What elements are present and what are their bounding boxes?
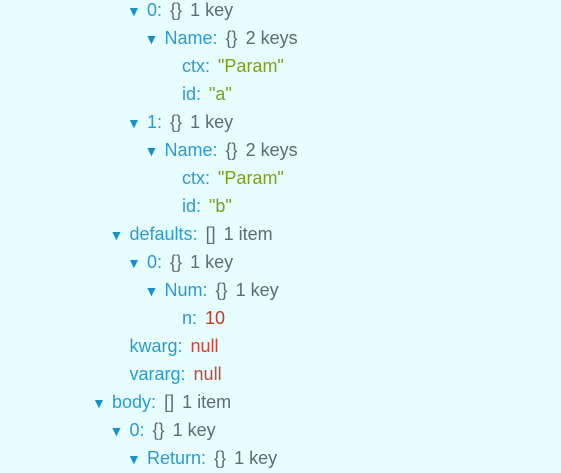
expand-toggle-icon[interactable]: ▼: [109, 423, 124, 439]
key-separator: :: [139, 420, 145, 440]
tree-row[interactable]: ▼ Num: {} 1 key: [145, 276, 279, 304]
tree-row[interactable]: ▼ 1: {} 1 key: [127, 108, 233, 136]
node-child-count: 1 key: [234, 448, 278, 468]
node-key: Return: [147, 448, 202, 468]
node-type-indicator: {}: [225, 140, 238, 160]
key-separator: :: [192, 224, 198, 244]
node-key: Name: [164, 28, 213, 48]
node-type-indicator: []: [164, 392, 175, 412]
key-separator: :: [205, 56, 211, 76]
tree-row: kwarg: null: [130, 332, 219, 360]
tree-row[interactable]: ▼ body: [] 1 item: [92, 388, 231, 416]
string-value: "Param": [218, 168, 284, 188]
node-key: n: [182, 308, 193, 328]
key-separator: :: [212, 140, 218, 160]
key-separator: :: [151, 392, 157, 412]
tree-row: ctx: "Param": [182, 52, 284, 80]
node-key: defaults: [129, 224, 193, 244]
node-child-count: 1 key: [190, 112, 234, 132]
node-child-count: 1 key: [235, 280, 279, 300]
tree-row[interactable]: ▼ 0: {} 1 key: [127, 248, 233, 276]
node-key: id: [182, 196, 197, 216]
string-value: "Param": [218, 56, 284, 76]
expand-toggle-icon[interactable]: ▼: [144, 283, 159, 299]
tree-row: ctx: "Param": [182, 164, 284, 192]
expand-toggle-icon[interactable]: ▼: [127, 255, 141, 271]
string-value: "a": [209, 84, 232, 104]
node-child-count: 1 key: [190, 0, 234, 20]
key-separator: :: [205, 168, 211, 188]
node-type-indicator: {}: [152, 420, 165, 440]
expand-toggle-icon[interactable]: ▼: [127, 3, 141, 19]
string-value: "b": [209, 196, 232, 216]
node-type-indicator: {}: [215, 280, 228, 300]
key-separator: :: [157, 0, 163, 20]
tree-row: n:10: [182, 304, 225, 332]
node-type-indicator: []: [205, 224, 216, 244]
node-key: kwarg: [129, 336, 178, 356]
expand-toggle-icon[interactable]: ▼: [127, 115, 141, 131]
node-key: body: [112, 392, 152, 412]
key-separator: :: [157, 112, 163, 132]
node-key: vararg: [129, 364, 181, 384]
node-type-indicator: {}: [170, 0, 183, 20]
node-key: Name: [164, 140, 213, 160]
tree-row[interactable]: ▼ defaults: [] 1 item: [110, 220, 273, 248]
key-separator: :: [212, 28, 218, 48]
tree-row: id: "b": [182, 192, 232, 220]
node-child-count: 2 keys: [245, 140, 298, 160]
expand-toggle-icon[interactable]: ▼: [109, 227, 124, 243]
node-child-count: 1 item: [223, 224, 273, 244]
tree-row[interactable]: ▼ Name: {} 2 keys: [145, 24, 298, 52]
tree-row[interactable]: ▼ Name: {} 2 keys: [145, 136, 298, 164]
node-type-indicator: {}: [170, 112, 183, 132]
node-key: Num: [164, 280, 203, 300]
node-key: 1: [147, 112, 158, 132]
tree-row: id: "a": [182, 80, 232, 108]
expand-toggle-icon[interactable]: ▼: [144, 143, 159, 159]
key-separator: :: [202, 280, 208, 300]
node-key: 0: [147, 0, 158, 20]
key-separator: :: [192, 308, 198, 328]
null-value: null: [193, 364, 222, 384]
tree-row[interactable]: ▼ 0: {} 1 key: [127, 0, 233, 24]
key-separator: :: [177, 336, 183, 356]
node-child-count: 2 keys: [245, 28, 298, 48]
node-type-indicator: {}: [225, 28, 238, 48]
expand-toggle-icon[interactable]: ▼: [127, 451, 141, 467]
node-key: id: [182, 84, 197, 104]
tree-row[interactable]: ▼ Return: {} 1 key: [127, 444, 277, 472]
key-separator: :: [196, 84, 202, 104]
node-child-count: 1 item: [182, 392, 232, 412]
node-key: 0: [147, 252, 158, 272]
node-child-count: 1 key: [190, 252, 234, 272]
number-value: 10: [205, 308, 226, 328]
key-separator: :: [180, 364, 186, 384]
node-type-indicator: {}: [214, 448, 227, 468]
node-child-count: 1 key: [172, 420, 216, 440]
null-value: null: [190, 336, 219, 356]
node-key: ctx: [182, 56, 206, 76]
key-separator: :: [201, 448, 207, 468]
tree-row: vararg: null: [130, 360, 222, 388]
node-key: 0: [129, 420, 140, 440]
key-separator: :: [196, 196, 202, 216]
expand-toggle-icon[interactable]: ▼: [92, 395, 106, 411]
key-separator: :: [157, 252, 163, 272]
expand-toggle-icon[interactable]: ▼: [144, 31, 159, 47]
node-type-indicator: {}: [170, 252, 183, 272]
node-key: ctx: [182, 168, 206, 188]
tree-row[interactable]: ▼ 0: {} 1 key: [110, 416, 216, 444]
